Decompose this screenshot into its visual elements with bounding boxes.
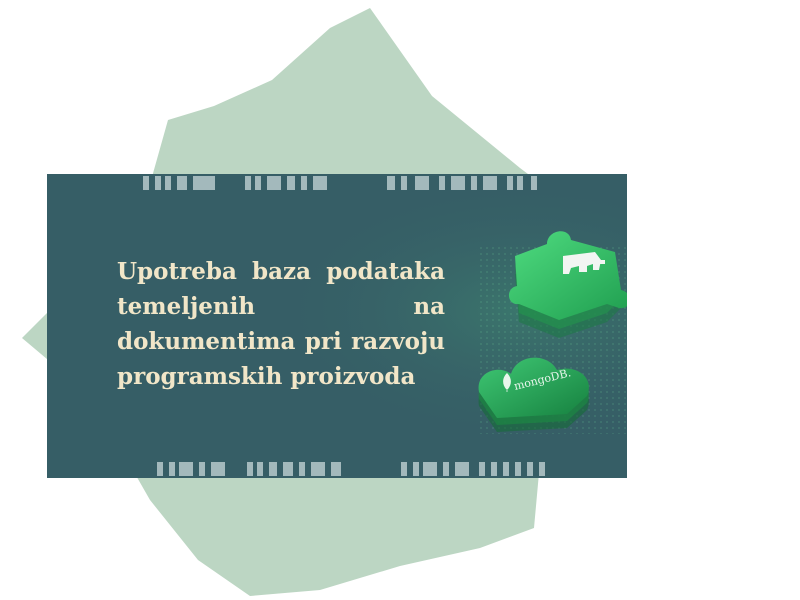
top-stripe-pattern: [143, 176, 537, 190]
elephant-icon: [563, 252, 605, 274]
title-banner: mongoDB.: [47, 174, 627, 478]
puzzle-piece-icon: [509, 231, 627, 338]
leaf-icon: [503, 373, 511, 392]
page-title: Upotreba baza podataka temeljenih na dok…: [117, 258, 445, 390]
bottom-stripe-pattern: [157, 462, 545, 476]
